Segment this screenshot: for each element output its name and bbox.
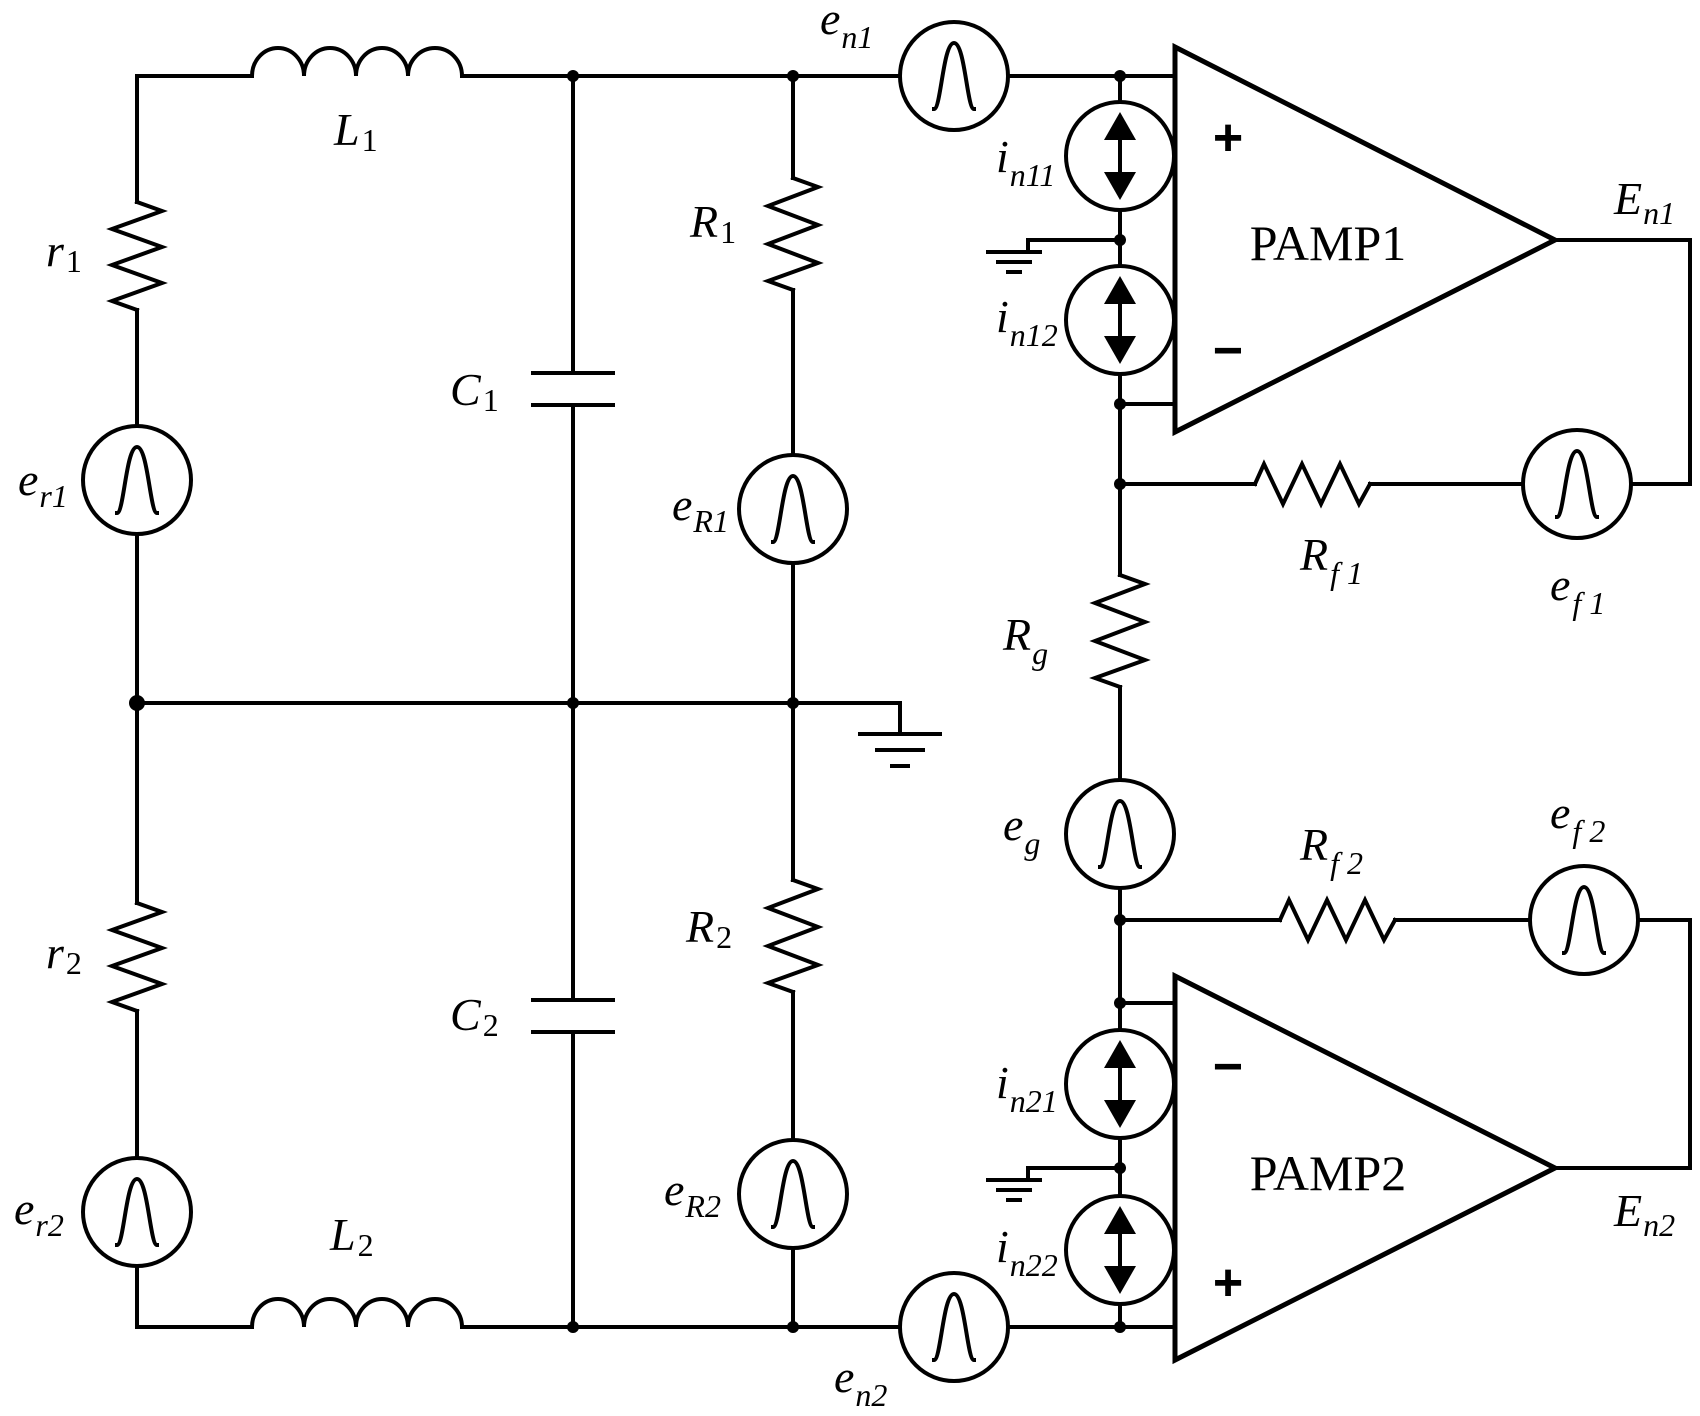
resistor-r1	[106, 199, 168, 313]
current-source-in21	[1064, 1028, 1176, 1140]
current-source-in22	[1064, 1194, 1176, 1306]
junction-dots	[129, 70, 1126, 1333]
pamp1-minus-sign: −	[1213, 322, 1243, 380]
label-en2: en2	[834, 1351, 887, 1413]
pamp2-label: PAMP2	[1250, 1145, 1407, 1201]
label-r1: r1	[46, 225, 82, 279]
label-Rf1: Rf 1	[1299, 529, 1363, 591]
label-eg: eg	[1003, 799, 1040, 861]
resistor-Rf2	[1277, 895, 1398, 945]
capacitor-C1	[531, 371, 615, 407]
label-C2: C2	[450, 989, 499, 1043]
label-r2: r2	[46, 927, 82, 981]
pamp2-minus-sign: −	[1213, 1038, 1243, 1096]
resistor-Rg	[1089, 572, 1151, 690]
label-L2: L2	[329, 1209, 374, 1263]
label-R2: R2	[685, 901, 732, 955]
label-En2: En2	[1613, 1185, 1675, 1243]
voltage-source-en1	[898, 20, 1010, 132]
current-source-in12	[1064, 264, 1176, 376]
pamp1-plus-sign: +	[1213, 109, 1243, 167]
label-er1: er1	[18, 454, 68, 514]
label-in22: in22	[996, 1221, 1058, 1283]
label-ef1: ef 1	[1550, 559, 1605, 621]
label-R1: R1	[689, 196, 736, 250]
voltage-source-en2	[898, 1271, 1010, 1383]
label-in11: in11	[996, 131, 1055, 193]
amplifier-pamp2: − + PAMP2	[1172, 971, 1561, 1365]
pamp1-label: PAMP1	[1250, 215, 1407, 271]
voltage-source-ef1	[1521, 428, 1633, 540]
label-eR2: eR2	[664, 1164, 721, 1224]
voltage-source-eR2	[737, 1138, 849, 1250]
voltage-source-er1	[81, 424, 193, 536]
pamp2-plus-sign: +	[1213, 1254, 1243, 1312]
capacitor-C2	[531, 998, 615, 1034]
voltage-source-eg	[1064, 778, 1176, 890]
ground-symbol-pamp1	[986, 250, 1042, 274]
label-er2: er2	[14, 1183, 64, 1243]
resistor-R1	[762, 175, 824, 293]
label-ef2: ef 2	[1550, 787, 1605, 849]
wires	[135, 74, 1692, 1329]
voltage-source-ef2	[1528, 864, 1640, 976]
inductor-L2	[249, 1297, 465, 1330]
amplifier-pamp1: + − PAMP1	[1172, 42, 1561, 437]
ground-symbol-main	[858, 732, 942, 768]
voltage-source-er2	[81, 1156, 193, 1268]
label-Rg: Rg	[1002, 609, 1048, 671]
label-in21: in21	[996, 1057, 1058, 1119]
resistor-Rf1	[1252, 459, 1373, 509]
label-Rf2: Rf 2	[1299, 819, 1363, 881]
label-L1: L1	[333, 104, 378, 158]
inductor-L1	[249, 46, 465, 79]
label-en1: en1	[820, 0, 873, 55]
label-C1: C1	[450, 364, 499, 418]
voltage-source-eR1	[737, 453, 849, 565]
label-En1: En1	[1613, 173, 1675, 231]
current-source-in11	[1064, 100, 1176, 212]
label-eR1: eR1	[672, 479, 729, 539]
ground-symbol-pamp2	[986, 1178, 1042, 1202]
label-in12: in12	[996, 291, 1058, 353]
resistor-r2	[106, 900, 168, 1014]
resistor-R2	[762, 877, 824, 995]
